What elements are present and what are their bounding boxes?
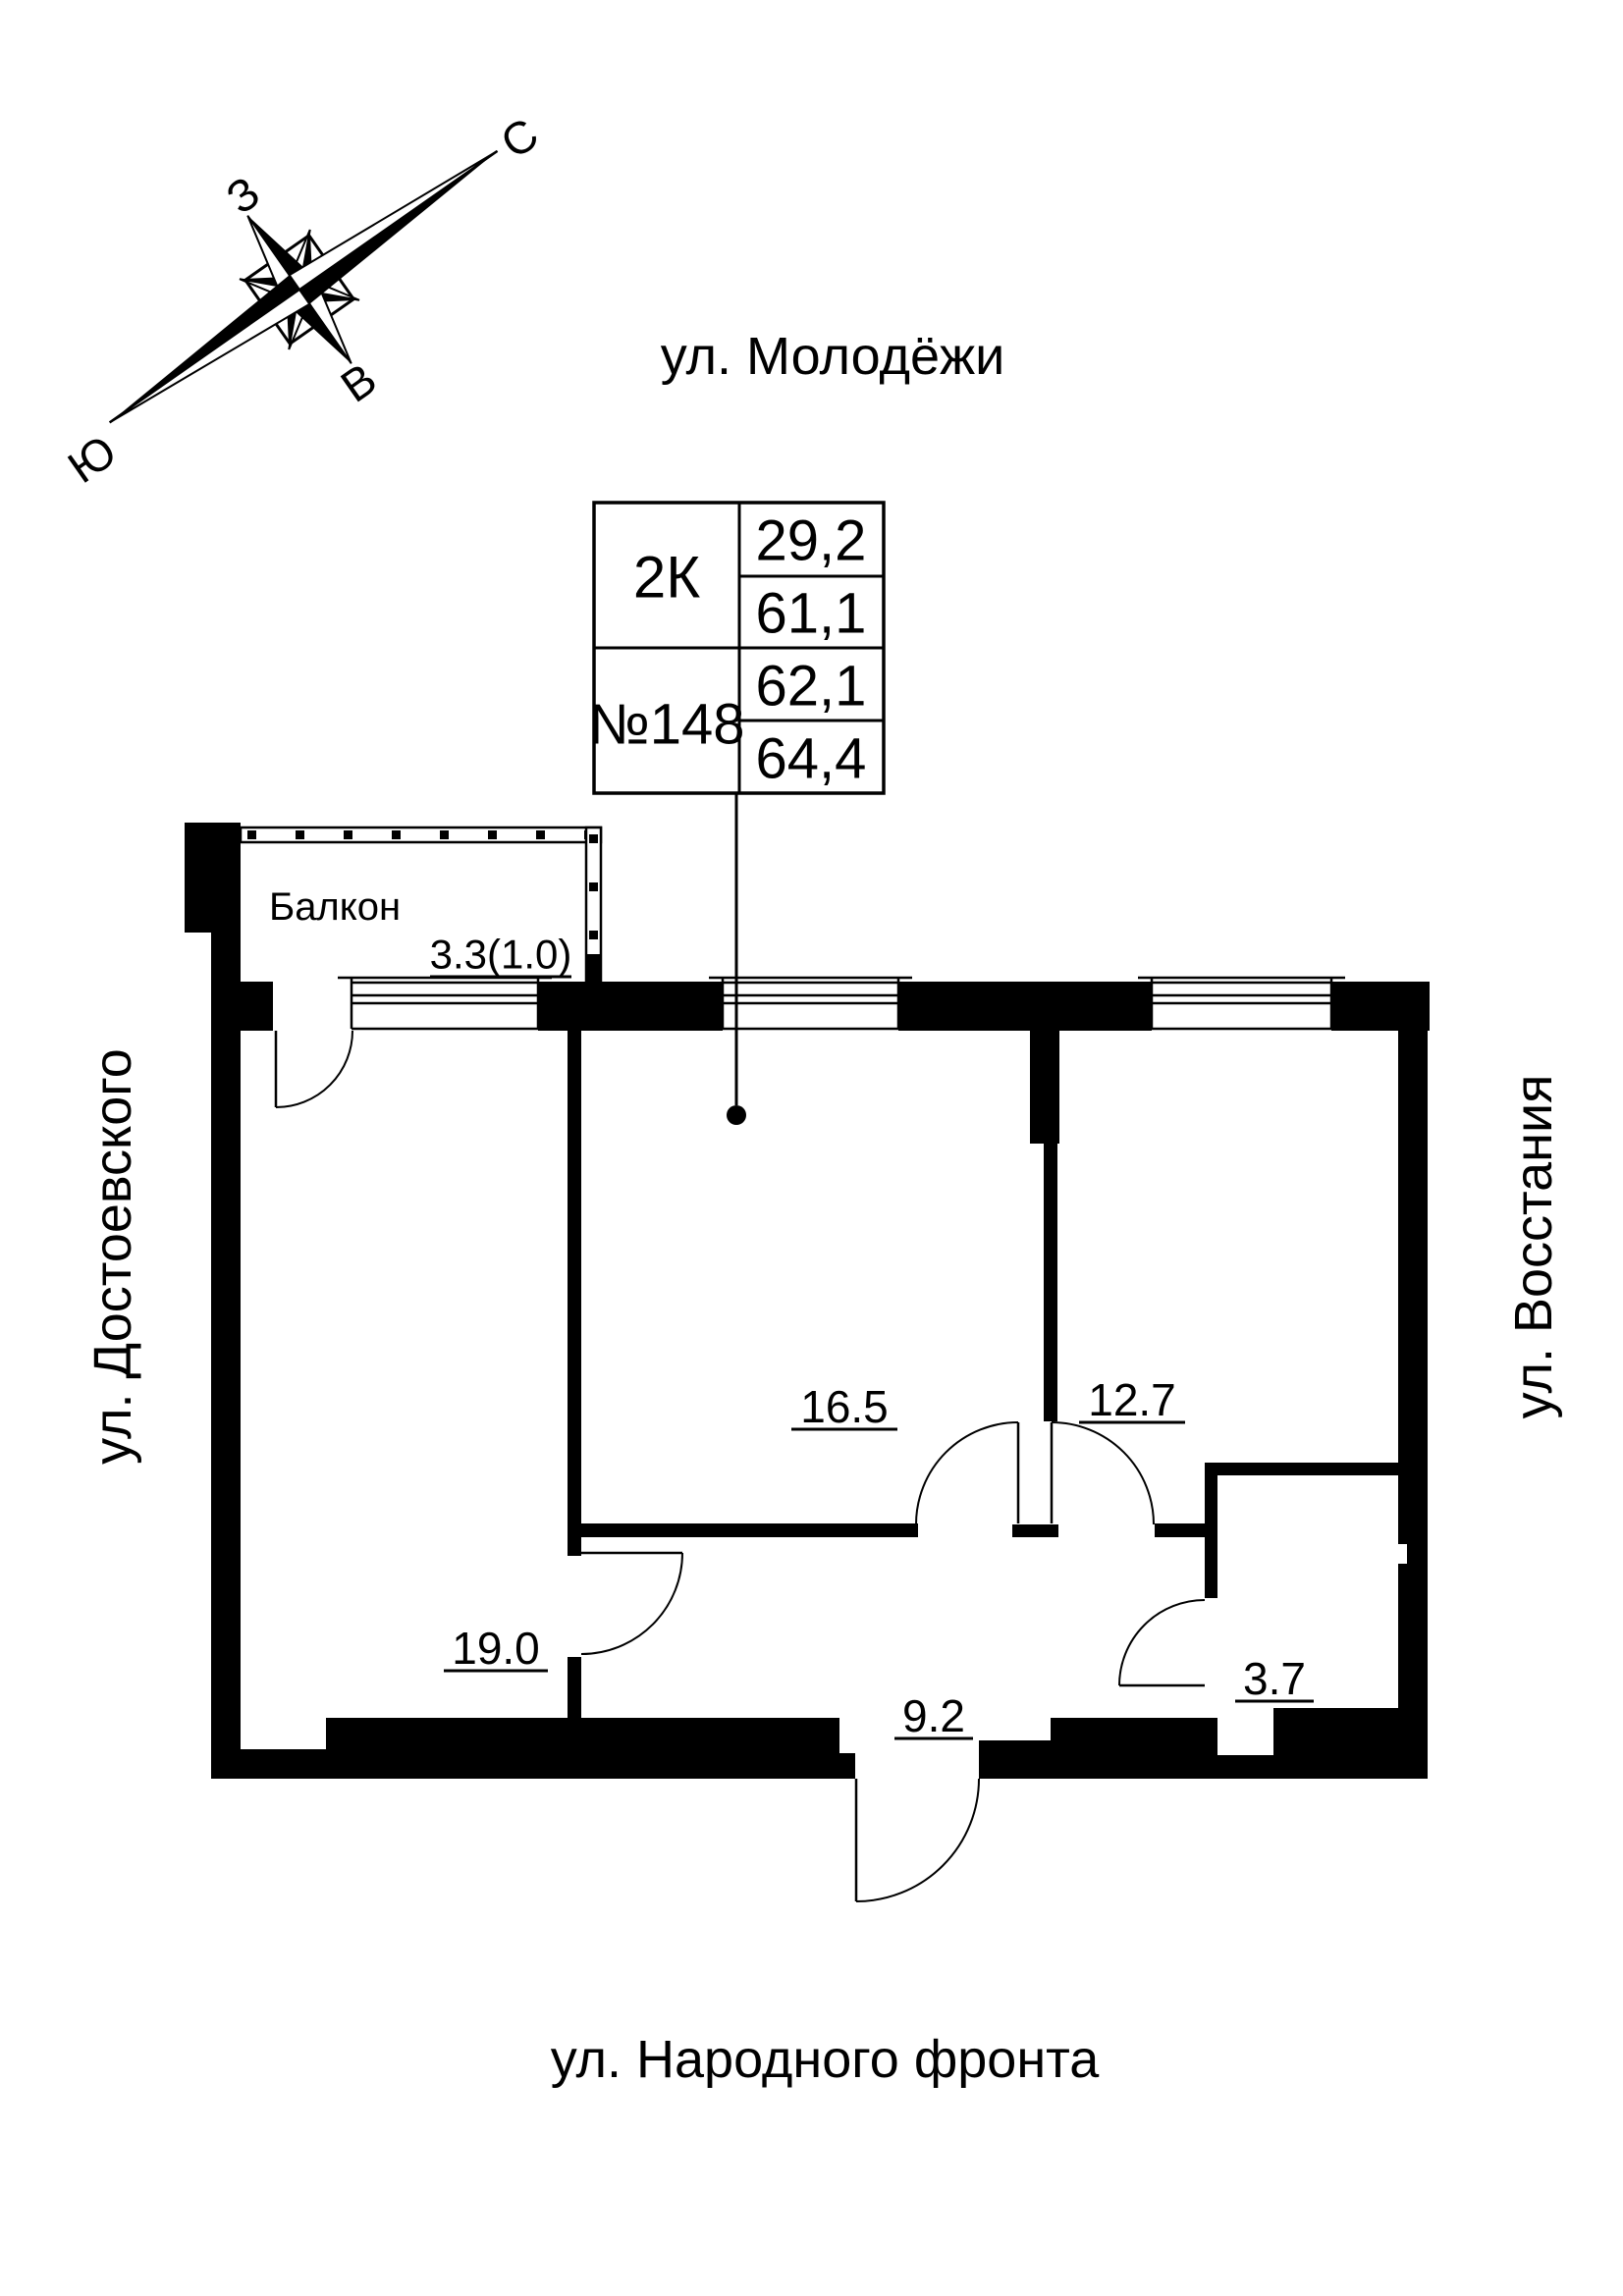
- door-room19: [580, 1551, 683, 1655]
- compass-north-label: С: [491, 108, 547, 169]
- apartment-type: 2К: [633, 545, 700, 611]
- wall-under-niche: [1217, 1755, 1273, 1779]
- wall-room16-bottom: [568, 1523, 918, 1537]
- street-label-top: ул. Молодёжи: [661, 327, 1005, 386]
- door-arc: [1051, 1421, 1155, 1525]
- door-balcony: [274, 1030, 353, 1108]
- walls: [185, 823, 1430, 1779]
- wall-under-bath: [1273, 1708, 1398, 1779]
- wall-partition-19-16-upper: [568, 1031, 581, 1556]
- wall-door-cap: [1012, 1524, 1058, 1537]
- wall-entrance-right-jamb: [979, 1740, 1051, 1779]
- window-room19: [338, 976, 552, 1031]
- door-arc: [580, 1552, 683, 1655]
- door-room16: [915, 1421, 1020, 1525]
- wall-partition-19-16-lower: [568, 1657, 581, 1718]
- area-value-2: 61,1: [756, 582, 867, 646]
- area-value-3: 62,1: [756, 655, 867, 719]
- wall-partition-16-12-thin: [1044, 1144, 1057, 1421]
- room-labels: Балкон 3.3(1.0) 19.0 16.5 12.7 9.2 3.7: [269, 885, 1314, 1741]
- wall-right-outer: [1398, 982, 1428, 1779]
- window-room12: [1138, 976, 1345, 1031]
- compass-west-label: З: [217, 166, 269, 224]
- door-arc: [855, 1778, 980, 1902]
- wall-stub-right: [1155, 1523, 1205, 1537]
- street-label-left: ул. Достоевского: [83, 1048, 142, 1465]
- wall-top-pier-c: [898, 982, 1152, 1031]
- door-arc: [275, 1030, 353, 1108]
- wall-notch-right: [1398, 1544, 1407, 1564]
- balcony-railing-top: [239, 826, 603, 844]
- room-area-19: 19.0: [452, 1623, 540, 1674]
- compass-south-label: Ю: [59, 425, 126, 493]
- room-label-balcony: Балкон: [269, 885, 401, 929]
- leader-dot: [727, 1105, 746, 1125]
- compass-needle: [108, 149, 499, 424]
- wall-left-outer: [211, 933, 241, 1779]
- compass-east-label: В: [332, 353, 386, 412]
- door-arc: [1118, 1599, 1206, 1686]
- room-area-9: 9.2: [902, 1690, 965, 1741]
- wall-bottom-right: [1051, 1718, 1217, 1779]
- wall-bottom-main: [326, 1718, 785, 1779]
- wall-notch-entrance: [839, 1718, 855, 1753]
- street-label-bottom: ул. Народного фронта: [551, 2030, 1101, 2089]
- door-entrance: [854, 1778, 980, 1902]
- area-value-total: 64,4: [756, 727, 867, 791]
- area-value-living: 29,2: [756, 509, 867, 573]
- wall-partition-16-12-thick: [1030, 1031, 1059, 1144]
- window-room16: [709, 976, 912, 1031]
- room-area-12: 12.7: [1088, 1374, 1176, 1425]
- apartment-number: №148: [589, 693, 745, 757]
- compass-rose: С Ю З В: [59, 108, 548, 493]
- balcony: [239, 826, 603, 986]
- wall-bottom-left-low: [211, 1749, 326, 1779]
- door-arc: [915, 1421, 1019, 1525]
- street-label-right: ул. Восстания: [1504, 1075, 1563, 1419]
- balcony-railing-end-block: [585, 954, 601, 984]
- wall-bath-left: [1205, 1463, 1217, 1598]
- wall-top-pier-b: [538, 982, 723, 1031]
- info-table: 2К №148 29,2 61,1 62,1 64,4: [589, 501, 886, 1125]
- room-area-3: 3.7: [1243, 1653, 1306, 1704]
- door-room12: [1050, 1421, 1155, 1525]
- room-area-balcony: 3.3(1.0): [430, 932, 572, 978]
- wall-bath-top: [1205, 1463, 1398, 1475]
- wall-top-pier-a: [211, 982, 273, 1031]
- wall-corner-top-left: [185, 823, 241, 933]
- door-bathroom: [1118, 1599, 1206, 1687]
- room-area-16: 16.5: [800, 1381, 889, 1432]
